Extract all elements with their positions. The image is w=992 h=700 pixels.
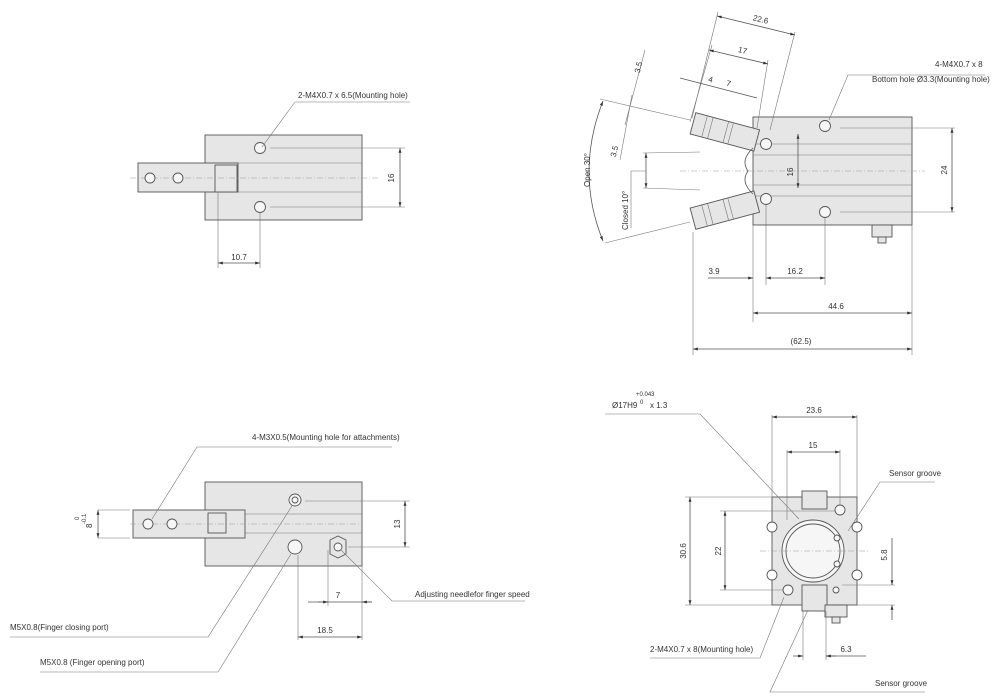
finger-clamp (214, 164, 238, 193)
bore-depth: x 1.3 (650, 401, 668, 410)
closed-angle: Closed 10° (621, 191, 630, 230)
dim-5-8: 5.8 (880, 549, 889, 561)
mounting-hole (254, 201, 266, 213)
dim-15: 15 (809, 441, 818, 450)
dim-4: 4 (707, 75, 714, 85)
dim-22: 22 (714, 546, 723, 555)
attachment-hole (142, 518, 154, 530)
dim-3-5a: 3.5 (633, 60, 645, 74)
dim-30-6: 30.6 (679, 543, 688, 559)
mounting-hole (254, 142, 266, 154)
mounting-hole (819, 206, 831, 218)
mounting-hole (819, 120, 831, 132)
mounting-label-1: 4-M4X0.7 x 8 (935, 60, 983, 69)
mounting-label-2: Bottom hole Ø3.3(Mounting hole) (872, 75, 990, 84)
adjusting-needle (824, 604, 848, 618)
dim-24: 24 (940, 165, 949, 174)
dim-3-9: 3.9 (708, 267, 720, 276)
dim-13: 13 (393, 519, 402, 528)
sensor-groove-label-2: Sensor groove (875, 679, 928, 688)
adjusting-needle-icon (333, 542, 343, 552)
dim-3-5b: 3.5 (609, 144, 621, 158)
sensor-groove-bottom (801, 584, 828, 612)
needle-label: Adjusting needlefor finger speed (415, 590, 530, 599)
closing-port-label: M5X0.8(Finger closing port) (10, 623, 109, 632)
upper-finger (689, 112, 761, 152)
dim-8: 8 (85, 523, 94, 528)
opening-port (287, 539, 303, 555)
sensor-groove-label-1: Sensor groove (889, 469, 942, 478)
dim-23-6: 23.6 (806, 406, 822, 415)
side-view: 13 8 0 -0.1 7 18.5 4-M3X0.5(Mounting hol… (10, 433, 530, 673)
mounting-hole (760, 138, 772, 150)
open-angle: Open 30° (583, 153, 592, 187)
dim-10-7: 10.7 (231, 253, 247, 262)
opening-port-label: M5X0.8 (Finger opening port) (40, 658, 145, 667)
end-view: 23.6 15 30.6 22 5.8 6.3 Ø17H9 +0.043 0 x… (605, 392, 942, 693)
mounting-hole (760, 193, 772, 205)
dim-7: 7 (725, 79, 732, 89)
dim-62-5: (62.5) (791, 337, 812, 346)
rod-hole (144, 172, 156, 184)
dim-16-2: 16.2 (787, 267, 803, 276)
dim-18-5: 18.5 (317, 626, 333, 635)
dim-16: 16 (387, 173, 396, 182)
attachment-hole-label: 4-M3X0.5(Mounting hole for attachments) (252, 433, 400, 442)
mounting-hole (834, 504, 846, 516)
rod-hole (172, 172, 184, 184)
dim-6-3: 6.3 (840, 645, 852, 654)
mounting-hole-label: 2-M4X0.7 x 6.5(Mounting hole) (298, 91, 408, 100)
adjusting-needle (871, 224, 893, 238)
dim-16: 16 (786, 167, 795, 176)
lower-finger (689, 190, 761, 230)
dim-7: 7 (336, 591, 341, 600)
top-view: 16 10.7 2-M4X0.7 x 6.5(Mounting hole) (130, 91, 410, 268)
tol-upper: 0 (75, 516, 81, 520)
bore-label: Ø17H9 (612, 401, 638, 410)
mounting-hole (782, 584, 794, 596)
tol-lower: -0.1 (82, 513, 88, 524)
open-close-view: 24 16 4-M4X0.7 x 8 Bottom hole Ø3.3(Moun… (583, 11, 990, 355)
dim-44-6: 44.6 (828, 302, 844, 311)
dim-17: 17 (737, 45, 748, 56)
dim-22-6: 22.6 (752, 13, 770, 26)
bore-tol-lower: 0 (640, 400, 644, 406)
bore-tol-upper: +0.043 (636, 392, 655, 398)
sensor-groove-top (801, 490, 828, 510)
finger-clamp (207, 512, 227, 534)
attachment-hole (166, 518, 178, 530)
mounting-hole-label: 2-M4X0.7 x 8(Mounting hole) (650, 645, 754, 654)
